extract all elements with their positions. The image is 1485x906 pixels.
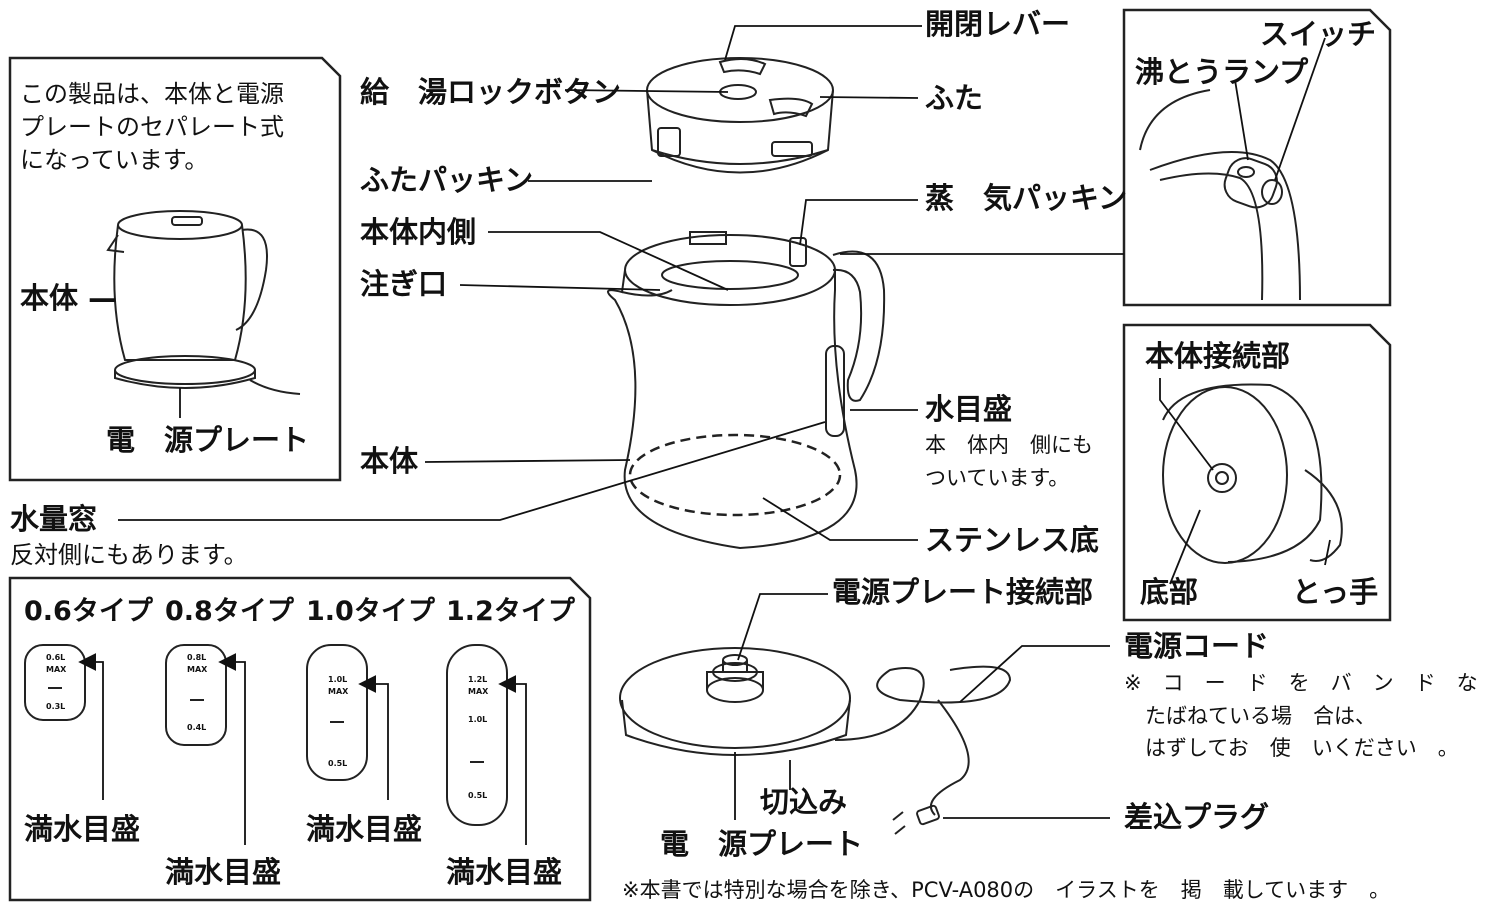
gauge-mark: 0.5L <box>468 791 488 800</box>
label-mizu-memori-note1: 本 体内 側にも <box>925 433 1093 457</box>
switch-box-frame <box>1122 8 1392 307</box>
gauge-type-0-6: 0.6タイプ <box>24 596 153 627</box>
label-cord-note3: はずしてお 使 いください 。 <box>1145 736 1459 760</box>
gauge-type-1-0: 1.0タイプ <box>306 596 435 627</box>
gauge-mark: MAX <box>328 687 349 696</box>
gauge-type-0-8: 0.8タイプ <box>165 596 294 627</box>
label-hontai-uchigawa: 本体内側 <box>360 215 477 249</box>
label-sosogiguchi: 注ぎ口 <box>360 267 448 301</box>
label-kyuto-lock: 給 湯ロックボタン <box>360 75 622 109</box>
label-cord-note2: たばねている場 合は、 <box>1145 704 1376 728</box>
label-suiryo-mado-note: 反対側にもあります。 <box>10 541 248 569</box>
gauge-full-0-6: 満水目盛 <box>24 812 141 846</box>
gauge-mark: 1.0L <box>328 675 348 684</box>
label-dengen-plate: 電 源プレート <box>660 827 864 861</box>
left-box-dengen-plate-label: 電 源プレート <box>106 423 310 457</box>
left-box-desc-line3: になっています。 <box>20 146 209 174</box>
label-dengen-plate-setsuzoku: 電源プレート接続部 <box>832 575 1094 609</box>
left-box-frame <box>8 56 342 482</box>
label-dengen-cord: 電源コード <box>1124 629 1270 663</box>
gauge-mark: 0.5L <box>328 759 348 768</box>
label-teibu: 底部 <box>1140 575 1199 609</box>
left-box-desc-line1: この製品は、本体と電源 <box>20 80 284 108</box>
label-hontai: 本体 <box>360 444 419 478</box>
label-mizu-memori-note2: ついています。 <box>925 466 1070 490</box>
label-totte: とっ手 <box>1292 575 1379 609</box>
lid-illustration <box>646 57 834 174</box>
bottom-box-frame <box>1122 323 1392 622</box>
label-kaihei-lever: 開閉レバー <box>925 7 1071 41</box>
label-cord-note1: ※ コ ー ド を バ ン ド な <box>1124 671 1478 695</box>
gauge-mark: 0.8L <box>187 653 207 662</box>
label-futa-packing: ふたパッキン <box>360 163 534 197</box>
label-kirikomi: 切込み <box>760 785 848 819</box>
label-futtou-lamp: 沸とうランプ <box>1135 55 1309 89</box>
label-switch: スイッチ <box>1260 17 1377 51</box>
gauge-mark: 0.3L <box>46 702 66 711</box>
label-hontai-setsuzoku: 本体接続部 <box>1145 339 1291 373</box>
gauge-1-2 <box>446 644 508 826</box>
gauge-mark: 1.0L <box>468 715 488 724</box>
gauge-mark: 0.4L <box>187 723 207 732</box>
gauge-mark: MAX <box>46 665 67 674</box>
left-box-desc-line2: プレートのセパレート式 <box>20 113 284 141</box>
gauge-1-0 <box>306 644 368 781</box>
gauge-mark: 0.6L <box>46 653 66 662</box>
label-suiryo-mado: 水量窓 <box>10 502 98 536</box>
gauge-0-6 <box>24 644 86 721</box>
left-box-hontai-label: 本体 — <box>20 281 118 315</box>
label-futa: ふた <box>925 81 984 115</box>
gauge-full-1-0: 満水目盛 <box>306 812 423 846</box>
gauge-mark: 1.2L <box>468 675 488 684</box>
label-jouki-packing: 蒸 気パッキン <box>925 181 1128 215</box>
bottom-detail-illustration <box>1162 383 1343 564</box>
switch-detail-illustration <box>1139 89 1301 301</box>
gauge-full-0-8: 満水目盛 <box>165 855 282 889</box>
main-kettle-illustration <box>607 231 886 550</box>
gauge-type-1-2: 1.2タイプ <box>446 596 575 627</box>
label-sashikomi-plug: 差込プラグ <box>1124 800 1270 834</box>
leader-lines <box>78 25 1331 845</box>
small-kettle-illustration <box>106 210 301 395</box>
label-mizu-memori: 水目盛 <box>925 392 1013 426</box>
gauge-mark: MAX <box>187 665 208 674</box>
gauge-box-frame <box>8 576 592 902</box>
label-stainless: ステンレス底 <box>925 523 1100 557</box>
gauge-full-1-2: 満水目盛 <box>446 855 563 889</box>
gauge-0-8 <box>165 644 227 746</box>
gauge-mark: MAX <box>468 687 489 696</box>
footer-note: ※本書では特別な場合を除き、PCV-A080の イラストを 掲 載しています 。 <box>622 878 1391 902</box>
